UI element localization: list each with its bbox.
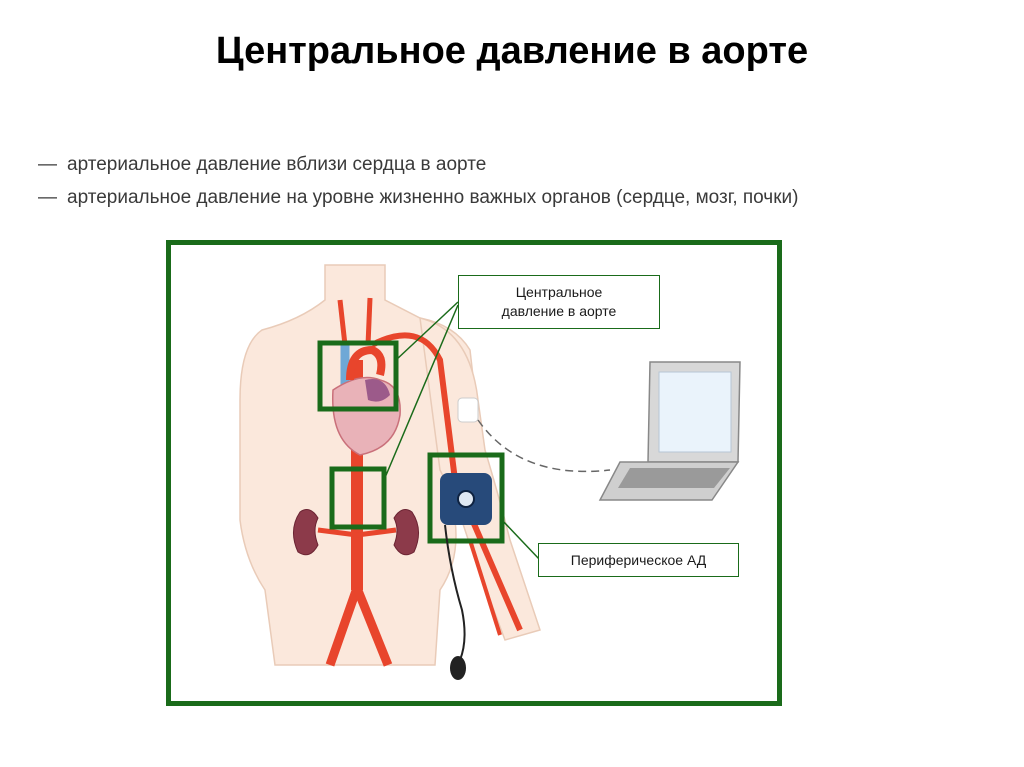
bullet-marker: —: [38, 154, 57, 175]
bullet-item: — артериальное давление вблизи сердца в а…: [38, 148, 998, 181]
callout-line: Центральное: [515, 284, 603, 300]
aorta-highlight-box: [329, 466, 387, 530]
radial-artery: [468, 539, 502, 636]
iliac-artery: [352, 586, 393, 667]
bullet-marker: —: [38, 187, 57, 208]
central-pressure-callout: Центральное давление в аорте: [458, 275, 660, 329]
data-cable: [477, 419, 611, 473]
iliac-artery: [325, 586, 362, 667]
cuff-tube: [444, 524, 466, 661]
heart-highlight-box: [317, 340, 399, 412]
bullet-text: артериальное давление на уровне жизненно…: [67, 187, 799, 208]
gauge-icon: [457, 490, 475, 508]
carotid-artery: [337, 299, 348, 346]
renal-artery: [317, 527, 358, 538]
callout-line: давление в аорте: [501, 303, 617, 319]
slide-title: Центральное давление в аорте: [215, 30, 809, 72]
renal-artery: [356, 527, 397, 538]
bulb-icon: [450, 656, 466, 680]
callout-leader: [383, 304, 459, 481]
peripheral-pressure-callout: Периферическое АД: [538, 543, 739, 577]
callout-leader: [395, 301, 459, 361]
bullet-item: — артериальное давление на уровне жизненн…: [38, 181, 998, 214]
laptop-icon: [598, 361, 741, 501]
bullet-text: артериальное давление вблизи сердца в ао…: [67, 154, 487, 175]
kidney-icon: [393, 509, 419, 556]
bullet-list: — артериальное давление вблизи сердца в а…: [38, 148, 998, 214]
cuff-highlight-box: [427, 452, 505, 544]
sensor-icon: [457, 397, 479, 423]
callout-leader: [501, 519, 541, 561]
aortic-arch: [346, 345, 386, 381]
carotid-artery: [365, 297, 373, 346]
illustration-frame: [166, 240, 782, 706]
heart-chamber: [365, 379, 390, 402]
kidney-icon: [293, 509, 319, 556]
